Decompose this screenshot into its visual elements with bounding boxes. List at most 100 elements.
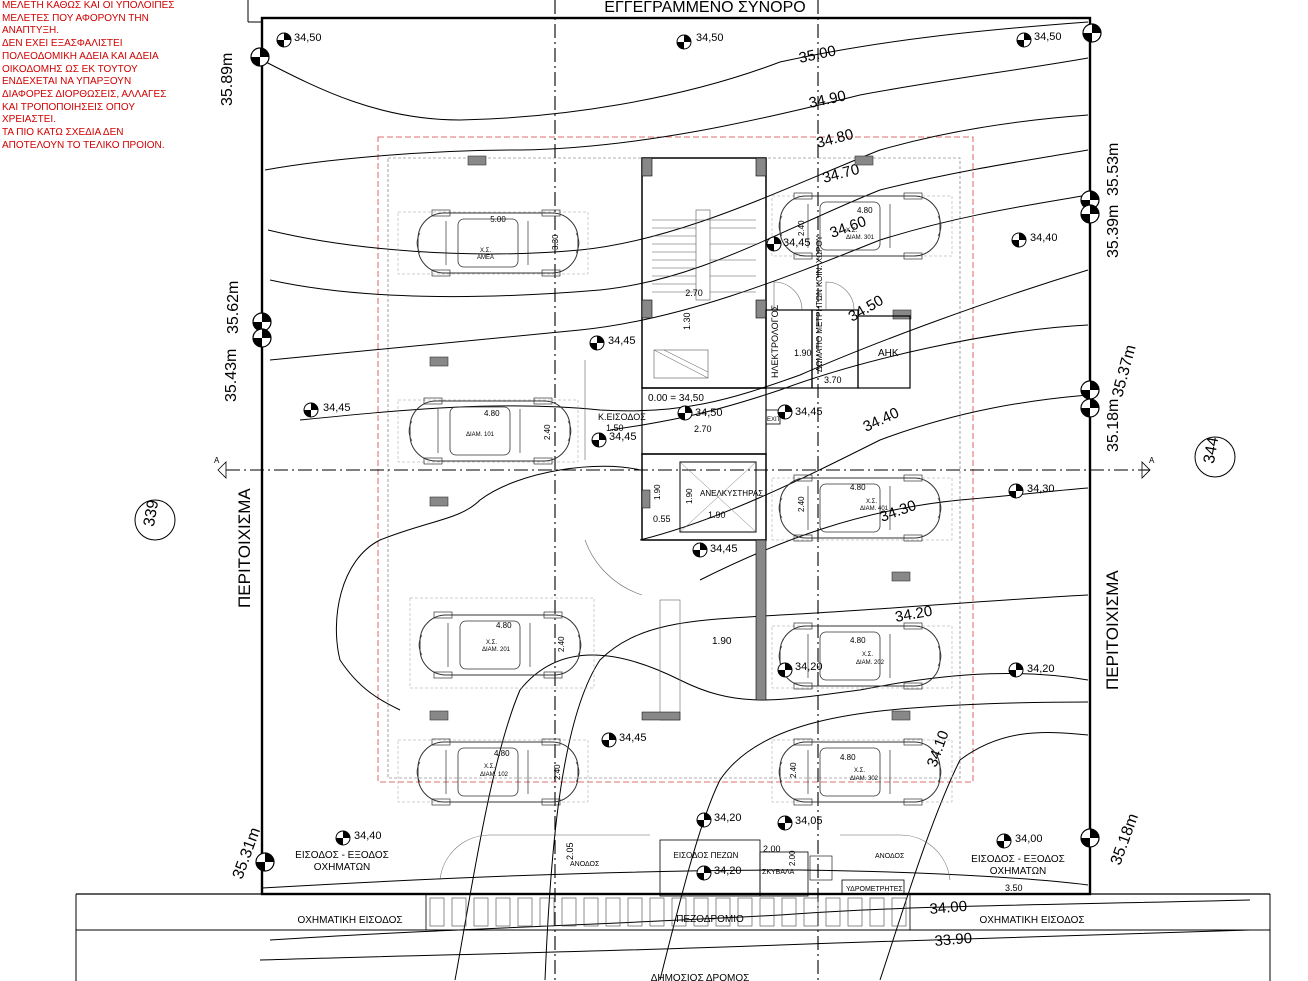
svg-text:ΔΗΜΟΣΙΟΣ ΔΡΟΜΟΣ: ΔΗΜΟΣΙΟΣ ΔΡΟΜΟΣ xyxy=(651,973,750,981)
svg-text:ΗΛΕΚΤΡΟΛΟΓΟΣ: ΗΛΕΚΤΡΟΛΟΓΟΣ xyxy=(770,304,780,378)
svg-text:0.55: 0.55 xyxy=(653,514,671,524)
svg-text:Χ.Σ.: Χ.Σ. xyxy=(854,768,865,774)
svg-text:3.50: 3.50 xyxy=(1005,883,1023,893)
contour-lines xyxy=(259,21,1251,981)
svg-text:3.30: 3.30 xyxy=(551,234,560,250)
svg-text:35.00: 35.00 xyxy=(797,42,837,66)
svg-text:34.20: 34.20 xyxy=(894,603,934,626)
svg-text:344: 344 xyxy=(1201,436,1222,465)
svg-text:Χ.Σ.: Χ.Σ. xyxy=(866,499,877,505)
svg-text:34,50: 34,50 xyxy=(696,32,724,44)
svg-text:34,50: 34,50 xyxy=(1034,31,1062,43)
plot-number-left: 339 xyxy=(134,499,176,541)
svg-text:ΣΚΥΒΑΛΑ: ΣΚΥΒΑΛΑ xyxy=(762,869,795,876)
svg-text:ΑΜΕΑ: ΑΜΕΑ xyxy=(477,255,494,261)
stair-core: 2.70 1.30 xyxy=(641,157,767,389)
svg-text:ΔΙΑΜ. 202: ΔΙΑΜ. 202 xyxy=(856,660,885,666)
road-area: ΟΧΗΜΑΤΙΚΗ ΕΙΣΟΔΟΣ ΟΧΗΜΑΤΙΚΗ ΕΙΣΟΔΟΣ ΠΕΖΟ… xyxy=(75,893,1271,981)
svg-text:ΔΙΑΜ. 102: ΔΙΑΜ. 102 xyxy=(480,772,509,778)
svg-text:34,20: 34,20 xyxy=(795,661,823,673)
service-rooms: ΗΛΕΚΤΡΟΛΟΓΟΣ 1.90 ΔΩΜΑΤΙΟ ΜΕΤΡΗΤΩΝ ΚΟΙΝ.… xyxy=(765,235,911,389)
svg-text:ΔΙΑΜ. 401: ΔΙΑΜ. 401 xyxy=(860,506,889,512)
svg-text:35.89m: 35.89m xyxy=(219,53,236,106)
svg-text:ΕΙΣΟΔΟΣ - ΕΞΟΔΟΣ: ΕΙΣΟΔΟΣ - ΕΞΟΔΟΣ xyxy=(971,854,1065,865)
svg-text:4.80: 4.80 xyxy=(857,206,873,215)
svg-text:1.90: 1.90 xyxy=(712,636,732,647)
svg-text:34,30: 34,30 xyxy=(1027,483,1055,495)
svg-text:34.50: 34.50 xyxy=(846,292,887,325)
columns xyxy=(429,155,912,721)
svg-text:EXIT: EXIT xyxy=(767,417,781,423)
vehicle-entry-right: ΕΙΣΟΔΟΣ - ΕΞΟΔΟΣ ΟΧΗΜΑΤΩΝ xyxy=(971,854,1065,877)
svg-text:2.40: 2.40 xyxy=(543,424,552,440)
parking-bay-6: 4.80 Χ.Σ. ΔΙΑΜ. 202 xyxy=(771,622,953,690)
svg-text:4.80: 4.80 xyxy=(496,621,512,630)
svg-text:4.80: 4.80 xyxy=(850,483,866,492)
parking-bay-8: 4.80 Χ.Σ. ΔΙΑΜ. 302 2.40 xyxy=(771,738,953,806)
svg-text:ΔΙΑΜ. 201: ΔΙΑΜ. 201 xyxy=(482,647,511,653)
svg-text:ΑΗΚ: ΑΗΚ xyxy=(878,348,899,359)
svg-text:35.43m: 35.43m xyxy=(223,349,240,402)
svg-text:3.70: 3.70 xyxy=(824,375,842,385)
grid-axes xyxy=(226,0,1150,981)
svg-text:ΕΙΣΟΔΟΣ - ΕΞΟΔΟΣ: ΕΙΣΟΔΟΣ - ΕΞΟΔΟΣ xyxy=(295,850,389,861)
svg-text:34,20: 34,20 xyxy=(714,812,742,824)
svg-text:34,45: 34,45 xyxy=(609,431,637,443)
svg-text:35.18m: 35.18m xyxy=(1105,399,1122,452)
spot-levels: 34,50 34,50 34,50 34,45 34,45 34,50 34,4… xyxy=(276,31,1062,881)
parking-bay-2: 4.80 Χ.Σ. ΔΙΑΜ. 301 2.40 xyxy=(771,192,953,260)
boundary-label: ΕΓΓΕΓΡΑΜΜΕΝΟ ΣΥΝΟΡΟ xyxy=(604,0,805,16)
svg-text:ΑΝΟΔΟΣ: ΑΝΟΔΟΣ xyxy=(875,853,905,860)
svg-text:4.80: 4.80 xyxy=(840,753,856,762)
svg-text:2.70: 2.70 xyxy=(694,424,712,434)
svg-text:1.90: 1.90 xyxy=(653,484,662,500)
svg-text:34,00: 34,00 xyxy=(1015,833,1043,845)
svg-text:Χ.Σ.: Χ.Σ. xyxy=(846,228,857,234)
svg-text:35.39m: 35.39m xyxy=(1105,205,1122,258)
parking-bay-1: 5.00 Χ.Σ. ΑΜΕΑ 3.30 xyxy=(397,209,589,277)
svg-text:ΟΧΗΜΑΤΩΝ: ΟΧΗΜΑΤΩΝ xyxy=(314,862,371,873)
svg-text:34,20: 34,20 xyxy=(714,865,742,877)
side-label-left: ΠΕΡΙΤΟΙΧΙΣΜΑ xyxy=(235,488,254,608)
svg-text:ΟΧΗΜΑΤΙΚΗ ΕΙΣΟΔΟΣ: ΟΧΗΜΑΤΙΚΗ ΕΙΣΟΔΟΣ xyxy=(297,915,402,926)
svg-text:2.40: 2.40 xyxy=(553,764,562,780)
svg-text:2.40: 2.40 xyxy=(557,636,566,652)
parking-bay-3: 4.80 ΔΙΑΜ. 101 2.40 xyxy=(397,397,579,465)
svg-text:35.53m: 35.53m xyxy=(1105,143,1122,196)
section-marker-left: A xyxy=(214,456,227,479)
contour-labels: 35.00 34.90 34.80 34.70 34.60 34.50 34.4… xyxy=(797,42,972,950)
svg-text:35.62m: 35.62m xyxy=(225,281,242,334)
svg-text:2.00: 2.00 xyxy=(788,850,797,866)
section-marker-right: A xyxy=(1141,456,1155,479)
svg-text:33.90: 33.90 xyxy=(934,930,973,950)
svg-text:ΔΙΑΜ. 301: ΔΙΑΜ. 301 xyxy=(846,235,875,241)
svg-text:Χ.Σ.: Χ.Σ. xyxy=(486,640,497,646)
corner-distances: 35.89m 35.62m 35.43m 35.31m 35.53m 35.39… xyxy=(219,53,1142,882)
building-outline xyxy=(377,136,974,783)
svg-text:ΥΔΡΟΜΕΤΡΗΤΕΣ: ΥΔΡΟΜΕΤΡΗΤΕΣ xyxy=(846,886,903,893)
svg-text:2.40: 2.40 xyxy=(797,220,806,236)
svg-text:34,45: 34,45 xyxy=(783,237,811,249)
svg-text:34,45: 34,45 xyxy=(608,335,636,347)
svg-text:ΟΧΗΜΑΤΙΚΗ ΕΙΣΟΔΟΣ: ΟΧΗΜΑΤΙΚΗ ΕΙΣΟΔΟΣ xyxy=(979,915,1084,926)
svg-text:1.50: 1.50 xyxy=(606,423,624,433)
svg-text:4.80: 4.80 xyxy=(484,409,500,418)
corridor: 1.90 xyxy=(584,360,732,721)
svg-text:ΟΧΗΜΑΤΩΝ: ΟΧΗΜΑΤΩΝ xyxy=(990,866,1047,877)
plot-number-right: 344 xyxy=(1194,436,1236,478)
svg-text:2.00: 2.00 xyxy=(763,844,781,854)
svg-text:2.70: 2.70 xyxy=(685,288,703,298)
svg-text:34,45: 34,45 xyxy=(619,732,647,744)
svg-text:4.80: 4.80 xyxy=(494,749,510,758)
svg-text:ΑΝΟΔΟΣ: ΑΝΟΔΟΣ xyxy=(570,861,600,868)
plot-boundary xyxy=(260,16,1092,896)
lift-core: ΑΝΕΛΚΥΣΤΗΡΑΣ 1.90 1.90 1.90 0.55 xyxy=(641,453,767,701)
svg-text:ΔΙΑΜ. 302: ΔΙΑΜ. 302 xyxy=(850,776,879,782)
svg-text:34,40: 34,40 xyxy=(354,830,382,842)
svg-text:1.30: 1.30 xyxy=(682,312,692,330)
svg-text:34.90: 34.90 xyxy=(807,87,847,111)
svg-text:2.05: 2.05 xyxy=(565,842,575,860)
disclaimer-note: ΜΕΛΕΤΗ ΚΑΘΩΣ ΚΑΙ ΟΙ ΥΠΟΛΟΙΠΕΣ ΜΕΛΕΤΕΣ ΠΟ… xyxy=(2,0,175,151)
boundary-pegs xyxy=(250,23,1102,872)
